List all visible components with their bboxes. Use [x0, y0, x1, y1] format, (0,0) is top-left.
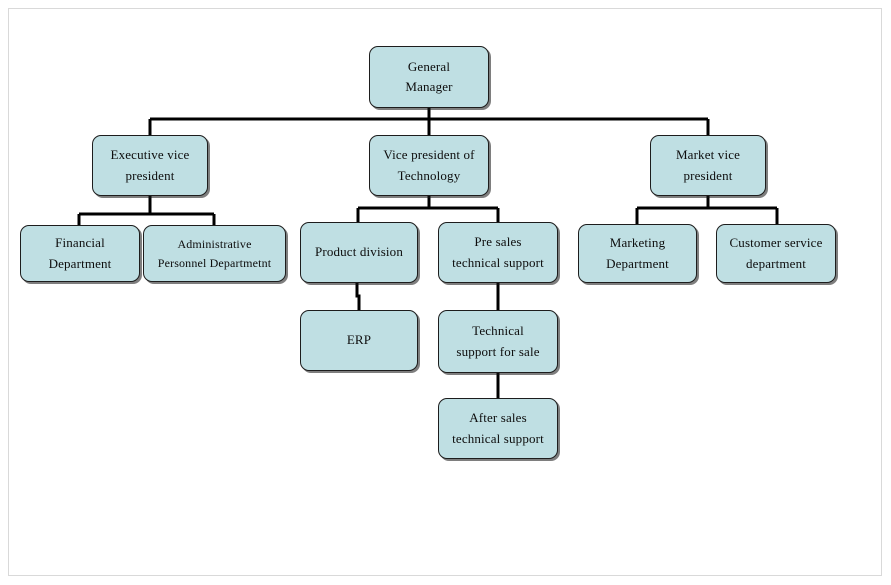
node-label-line: Customer service [729, 235, 823, 251]
node-label-line: Marketing [609, 235, 666, 251]
node-label-line: After sales [469, 410, 527, 426]
node-after-sales-technical-support[interactable]: After sales technical support [438, 398, 558, 459]
node-erp[interactable]: ERP [300, 310, 418, 371]
node-market-vice-president[interactable]: Market vice president [650, 135, 766, 196]
node-label-line: Manager [405, 79, 453, 94]
node-label-line: Vice president of [383, 147, 475, 163]
node-label-line: support for sale [456, 343, 540, 359]
node-marketing-department[interactable]: Marketing Department [578, 224, 697, 283]
node-label-line: Technology [397, 167, 461, 183]
node-label-line: Technical [472, 323, 524, 339]
node-label-line: Department [606, 255, 669, 271]
node-label-line: Financial [55, 235, 105, 251]
node-label-line: president [683, 167, 733, 183]
node-label-line: ERP [346, 332, 372, 348]
node-label-line: Market vice [675, 147, 741, 163]
node-label-line: General [407, 58, 451, 74]
node-label-line: Administrative [177, 236, 252, 251]
node-product-division[interactable]: Product division [300, 222, 418, 283]
node-label-line: technical support [452, 254, 544, 270]
node-label-line: Product division [315, 244, 403, 260]
node-general-manager[interactable]: General Manager [369, 46, 489, 108]
node-financial-department[interactable]: Financial Department [20, 225, 140, 282]
node-label-line: Executive vice [110, 147, 190, 163]
node-technical-support-for-sale[interactable]: Technical support for sale [438, 310, 558, 373]
node-label-line: technical support [452, 430, 544, 446]
node-executive-vice-president[interactable]: Executive vice president [92, 135, 208, 196]
node-label-line: Department [48, 255, 112, 271]
node-label-line: department [746, 255, 806, 271]
node-label-line: president [125, 167, 175, 183]
node-pre-sales-technical-support[interactable]: Pre sales technical support [438, 222, 558, 283]
node-customer-service-department[interactable]: Customer service department [716, 224, 836, 283]
node-label-line: Personnel Departmetnt [157, 255, 272, 270]
node-vice-president-of-technology[interactable]: Vice president of Technology [369, 135, 489, 196]
node-administrative-personnel-departmetnt[interactable]: Administrative Personnel Departmetnt [143, 225, 286, 282]
edge-product-to-erp [355, 283, 361, 310]
node-label-line: Pre sales [474, 234, 522, 250]
